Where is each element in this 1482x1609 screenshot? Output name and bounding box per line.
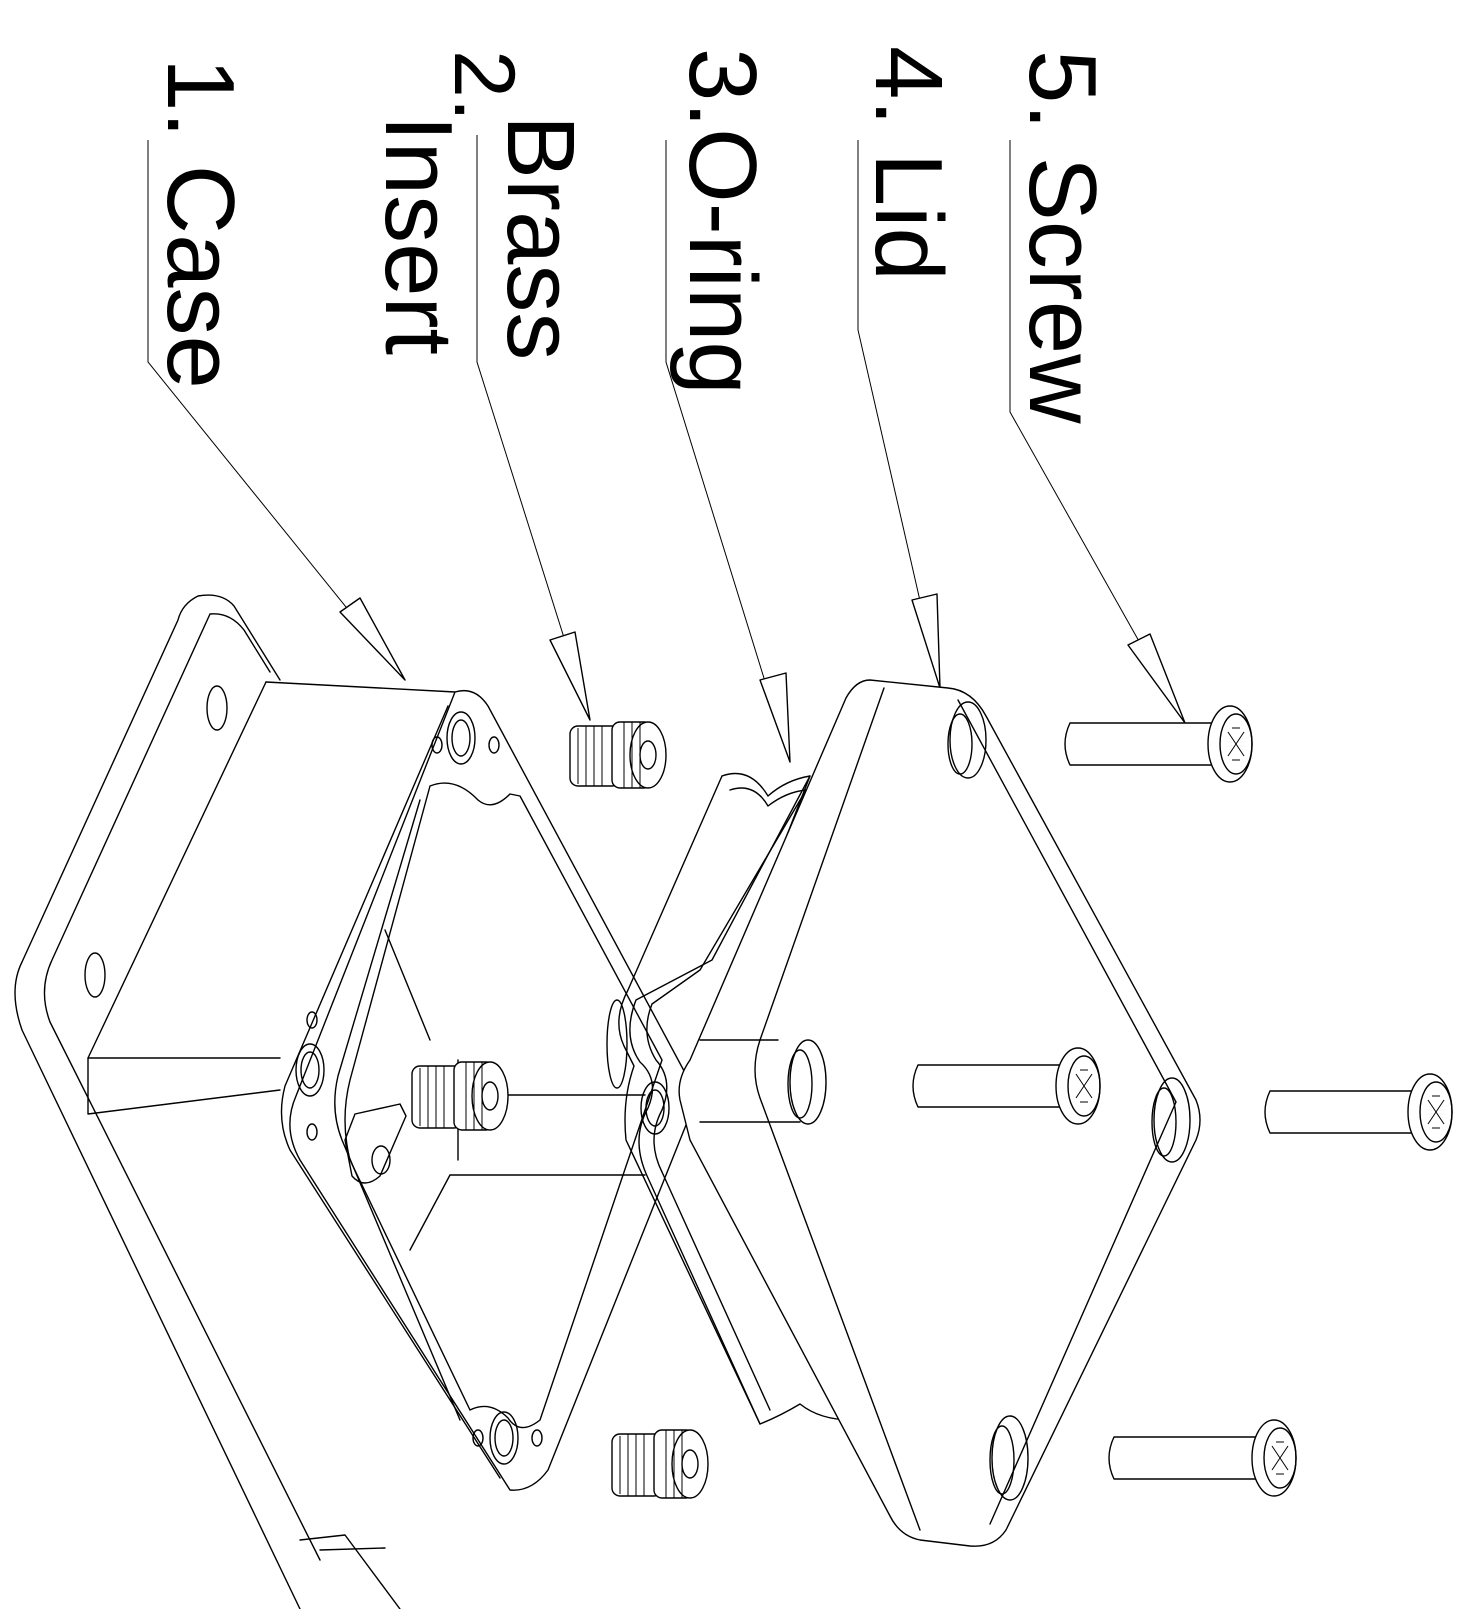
label-screw: 5. Screw bbox=[1009, 50, 1116, 424]
part-labels: 1. Case 2. Brass Insert 3.O-ring 4. Lid … bbox=[147, 46, 1116, 424]
case-boss-left bbox=[295, 1011, 325, 1141]
case-boss-top bbox=[431, 711, 500, 765]
arrow-insert bbox=[549, 631, 591, 721]
screw-3 bbox=[1264, 1073, 1453, 1151]
lid-hole-left bbox=[789, 1039, 827, 1125]
screw-2 bbox=[912, 1047, 1101, 1125]
arrow-lid bbox=[911, 593, 941, 689]
brass-inserts bbox=[411, 721, 709, 1499]
lid-part bbox=[678, 679, 1201, 1547]
label-brass-number: 2. bbox=[436, 50, 532, 122]
arrow-screw bbox=[1127, 633, 1186, 724]
label-lid: 4. Lid bbox=[855, 46, 962, 281]
arrow-oring bbox=[759, 672, 791, 763]
label-insert: Insert bbox=[365, 115, 472, 355]
lid-hole-right bbox=[1153, 1077, 1191, 1163]
label-case: 1. Case bbox=[147, 58, 254, 389]
leader-lines bbox=[147, 135, 1186, 763]
screw-4 bbox=[1108, 1419, 1297, 1497]
lid-hole-top bbox=[949, 701, 987, 779]
brass-insert-1 bbox=[569, 721, 667, 789]
screw-1 bbox=[1064, 705, 1253, 783]
screws bbox=[912, 705, 1453, 1497]
brass-insert-3 bbox=[611, 1429, 709, 1499]
label-oring: 3.O-ring bbox=[669, 48, 776, 395]
brass-insert-2 bbox=[411, 1061, 509, 1131]
case-boss-bottom bbox=[472, 1411, 543, 1465]
lid-hole-bottom bbox=[991, 1415, 1029, 1501]
label-brass: Brass bbox=[487, 115, 594, 360]
case-part bbox=[14, 594, 695, 1609]
arrow-case bbox=[339, 597, 406, 681]
